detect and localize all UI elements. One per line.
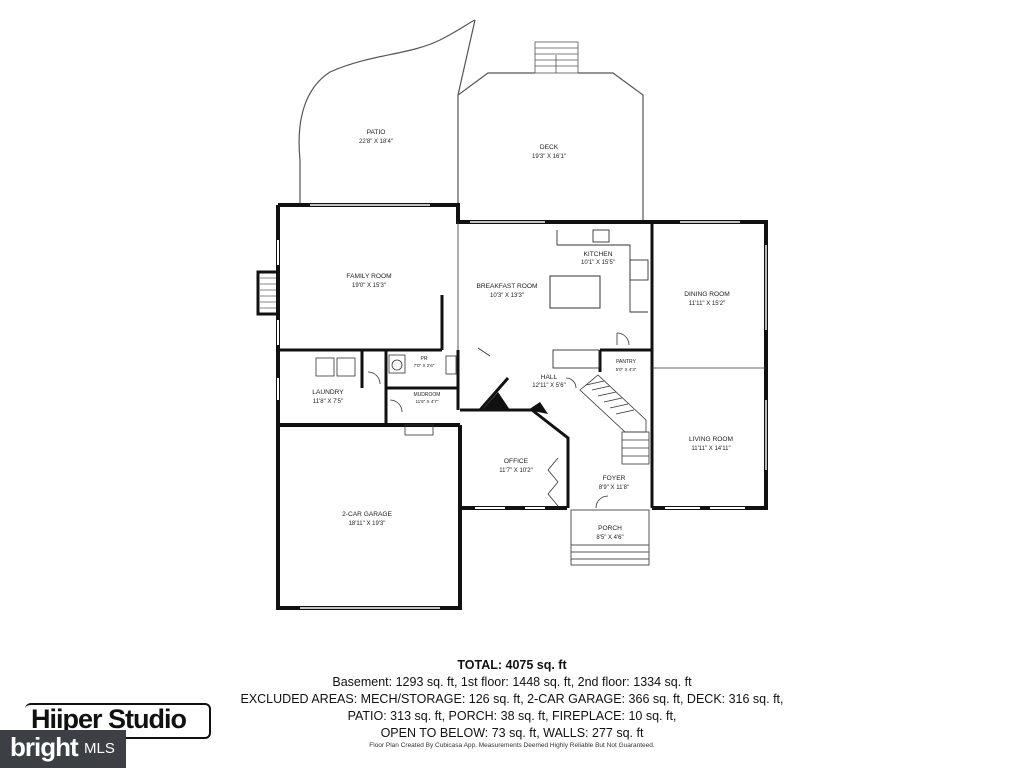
deck-outline [457, 72, 644, 222]
floor-plan-credit: Floor Plan Created By Cubicasa App. Meas… [369, 742, 655, 749]
garage-label: 2-CAR GARAGE [342, 511, 392, 518]
floor-plan: PATIO 22'8" X 18'4" DECK 19'3" X 16'1" K… [256, 19, 768, 610]
kitchen-counters [556, 229, 649, 313]
mls-logo-text: MLS [84, 740, 115, 757]
kitchen-label: KITCHEN [584, 251, 613, 258]
excluded-areas-3: OPEN TO BELOW: 73 sq. ft, WALLS: 277 sq.… [380, 726, 644, 740]
window-lines [300, 203, 768, 610]
pantry-label: PANTRY [616, 359, 636, 365]
hall-dimensions: 12'11" X 5'6" [532, 383, 565, 389]
family-room-label: FAMILY ROOM [346, 273, 391, 280]
area-summary: TOTAL: 4075 sq. ft Basement: 1293 sq. ft… [0, 657, 1024, 742]
patio-dimensions: 22'8" X 18'4" [359, 139, 393, 145]
patio-outline [298, 19, 476, 205]
dining-room-dimensions: 11'11" X 15'2" [689, 301, 725, 307]
deck-stairs [534, 41, 579, 74]
hall-label: HALL [541, 374, 558, 381]
mudroom-label: MUDROOM [414, 392, 441, 398]
partition-lines [457, 222, 766, 369]
deck-dimensions: 19'3" X 16'1" [532, 154, 566, 160]
excluded-areas-1: EXCLUDED AREAS: MECH/STORAGE: 126 sq. ft… [240, 692, 784, 706]
doors [367, 332, 630, 509]
washer-dryer [315, 357, 356, 377]
laundry-label: LAUNDRY [312, 389, 344, 396]
bright-mls-logo: bright MLS [0, 730, 126, 768]
powder-room-dimensions: 7'0" X 2'6" [414, 363, 435, 368]
living-room-label: LIVING ROOM [689, 436, 733, 443]
exterior-walls [276, 203, 768, 610]
breakfast-room-label: BREAKFAST ROOM [476, 283, 537, 290]
floor-areas: Basement: 1293 sq. ft, 1st floor: 1448 s… [332, 675, 692, 689]
windows [277, 204, 767, 609]
kitchen-dimensions: 10'1" X 15'5" [581, 260, 615, 266]
laundry-dimensions: 11'8" X 7'5" [313, 399, 343, 405]
foyer-dimensions: 8'9" X 11'8" [599, 485, 629, 491]
breakfast-room-dimensions: 10'3" X 13'3" [490, 293, 524, 299]
dining-room-label: DINING ROOM [684, 291, 729, 298]
hall-counter [552, 349, 600, 369]
office-dimensions: 11'7" X 10'2" [499, 468, 532, 474]
mudroom-step [404, 424, 434, 436]
fireplace [256, 270, 280, 316]
foyer-label: FOYER [603, 475, 626, 482]
deck-label: DECK [540, 144, 559, 151]
bright-logo-text: bright [10, 732, 79, 762]
patio-label: PATIO [367, 129, 386, 136]
room-labels: PATIO 22'8" X 18'4" DECK 19'3" X 16'1" K… [312, 129, 733, 541]
staircase-main [579, 374, 650, 465]
porch-dimensions: 8'5" X 4'6" [596, 535, 623, 541]
kitchen-island [549, 275, 601, 309]
pantry-dimensions: 5'0" X 4'3" [616, 367, 637, 372]
porch-outline [570, 509, 650, 566]
family-room-dimensions: 19'0" X 15'3" [352, 283, 386, 289]
mudroom-dimensions: 11'6" X 4'7" [415, 399, 438, 404]
powder-room-label: PR [421, 356, 428, 362]
powder-room-fixtures [388, 354, 457, 375]
total-area: TOTAL: 4075 sq. ft [457, 658, 567, 672]
studio-logo-text: Hiiper Studio [31, 704, 187, 734]
excluded-areas-2: PATIO: 313 sq. ft, PORCH: 38 sq. ft, FIR… [347, 709, 677, 723]
garage-dimensions: 18'11" X 19'3" [349, 521, 386, 527]
living-room-dimensions: 11'11" X 14'11" [691, 446, 730, 452]
office-label: OFFICE [504, 458, 529, 465]
porch-label: PORCH [598, 525, 622, 532]
stair-landing-block [482, 392, 548, 414]
